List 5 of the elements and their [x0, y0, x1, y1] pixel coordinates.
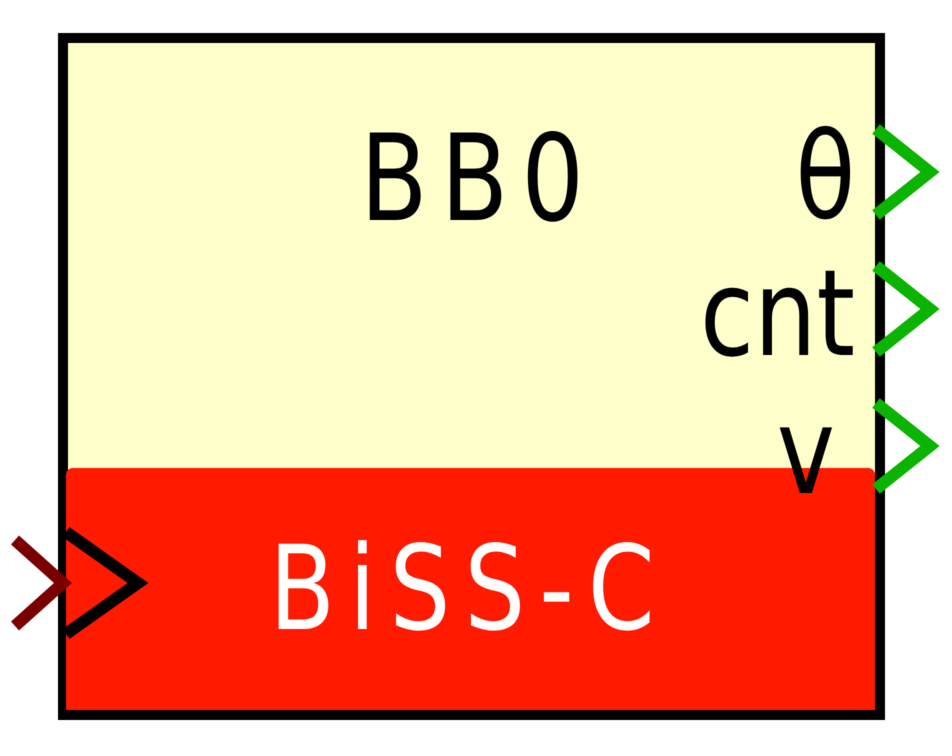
port-label: cnt — [700, 255, 855, 375]
block-name: BB0 — [359, 120, 598, 240]
band-label: BiSS-C — [268, 530, 669, 647]
function-block — [58, 33, 885, 720]
port-label: θ — [794, 118, 855, 238]
